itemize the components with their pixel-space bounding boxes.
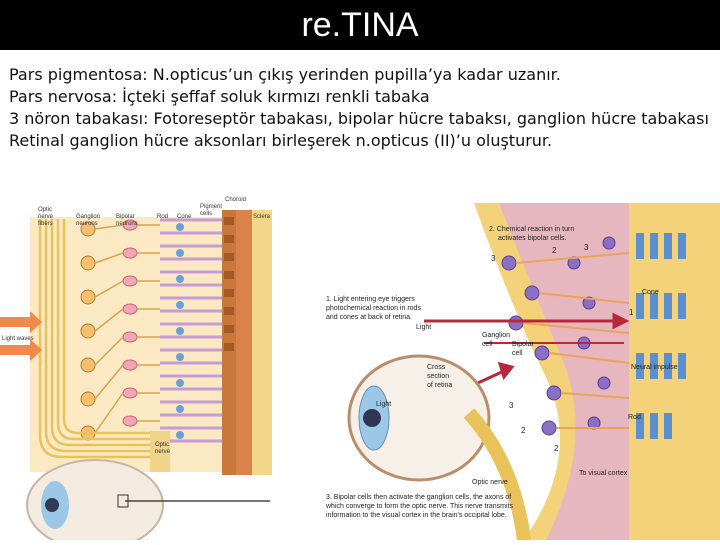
- sclera-band: [252, 210, 272, 475]
- label-optic-nerve-fibers-2: nerve: [38, 214, 54, 220]
- label-pigment-cells-2: cells: [200, 211, 212, 217]
- label-cross-section-1: Cross: [427, 364, 446, 371]
- title-bar: re.TINA: [0, 0, 720, 50]
- label-pigment-cells-1: Pigment: [200, 204, 222, 210]
- label-bipolar-neurons-1: Bipolar: [116, 214, 135, 220]
- label-to-visual-cortex: To visual cortex: [579, 470, 628, 477]
- label-sclera: Sclera: [253, 214, 271, 220]
- label-ganglion-cell-2: cell: [482, 341, 493, 348]
- label-ganglion-neurons-1: Ganglion: [76, 214, 100, 220]
- label-step1-3: and cones at back of retina.: [326, 314, 412, 321]
- label-cross-section-2: section: [427, 373, 449, 380]
- label-light-2: Light: [376, 401, 391, 408]
- label-bipolar-cell-2: cell: [512, 350, 523, 357]
- number-2-top: 2: [552, 246, 557, 255]
- label-optic-nerve-right: Optic nerve: [472, 479, 508, 486]
- text-line-ganglion-axons: Retinal ganglion hücre aksonları birleşe…: [9, 131, 553, 150]
- label-cross-section-3: of retina: [427, 382, 452, 389]
- number-1-cone: 1: [629, 308, 634, 317]
- text-line-neuron-layers: 3 nöron tabakası: Fotoreseptör tabakası,…: [9, 109, 709, 128]
- label-light-waves: Light waves: [2, 336, 34, 342]
- number-3-top: 3: [491, 254, 496, 263]
- label-optic-nerve-2: nerve: [155, 449, 171, 455]
- number-3-lower: 3: [509, 401, 514, 410]
- label-optic-nerve-fibers-1: Optic: [38, 207, 52, 213]
- retina-pathway-figure: 2. Chemical reaction in turn activates b…: [284, 203, 720, 541]
- label-step3-1: 3. Bipolar cells then activate the gangl…: [326, 494, 511, 501]
- slide-title: re.TINA: [301, 6, 419, 44]
- label-light-1: Light: [416, 324, 431, 331]
- label-optic-nerve-1: Optic: [155, 442, 169, 448]
- label-ganglion-cell-1: Ganglion: [482, 332, 510, 339]
- label-cone: Cone: [177, 214, 192, 220]
- retina-layers-figure: Optic nerve fibers Ganglion neurons Bipo…: [0, 195, 272, 545]
- number-2-lower: 2: [521, 426, 526, 435]
- label-step1-1: 1. Light entering eye triggers: [326, 296, 415, 303]
- label-neural-impulse: Neural impulse: [631, 364, 678, 371]
- label-ganglion-neurons-2: neurons: [76, 221, 98, 227]
- label-step1-2: photochemical reaction in rods: [326, 305, 421, 312]
- label-bipolar-neurons-2: neurons: [116, 221, 138, 227]
- number-3-top-right: 3: [584, 243, 589, 252]
- retina-layers-illustration: Optic nerve fibers Ganglion neurons Bipo…: [0, 195, 272, 545]
- label-step3-3: information to the visual cortex in the …: [326, 512, 507, 519]
- label-rod-right: Rod: [628, 414, 641, 421]
- text-line-pars-pigmentosa: Pars pigmentosa: N.opticus’un çıkış yeri…: [9, 65, 561, 84]
- label-cone-right: Cone: [642, 289, 659, 296]
- label-choroid: Choroid: [225, 197, 246, 203]
- label-bipolar-cell-1: Bipolar: [512, 341, 534, 348]
- slide-body-text: Pars pigmentosa: N.opticus’un çıkış yeri…: [9, 64, 709, 152]
- label-optic-nerve-fibers-3: fibers: [38, 221, 53, 227]
- number-2-bottom: 2: [554, 444, 559, 453]
- label-step2-1: 2. Chemical reaction in turn: [489, 226, 574, 233]
- label-step2-2: activates bipolar cells.: [498, 235, 567, 242]
- retina-pathway-illustration: 2. Chemical reaction in turn activates b…: [284, 203, 720, 541]
- label-step3-2: which converge to form the optic nerve. …: [325, 503, 514, 510]
- label-rod: Rod: [157, 214, 168, 220]
- text-line-pars-nervosa: Pars nervosa: İçteki şeffaf soluk kırmız…: [9, 87, 430, 106]
